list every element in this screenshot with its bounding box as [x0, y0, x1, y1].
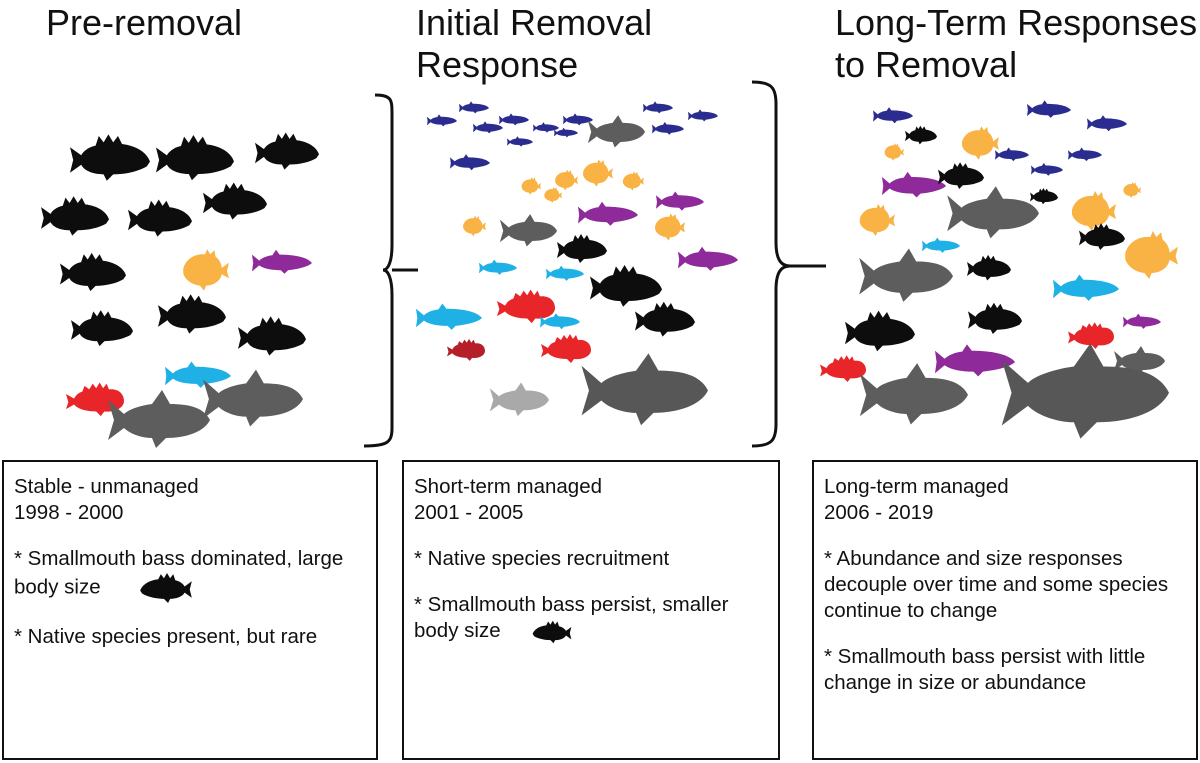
- box-bullet-text: * Smallmouth bass dominated, large body …: [14, 547, 344, 599]
- curly-brace-icon: [363, 80, 826, 448]
- box-bullet: * Abundance and size responses decouple …: [824, 547, 1169, 622]
- panel-title-initial-removal: Initial Removal Response: [416, 2, 652, 86]
- box-bullet-text: * Smallmouth bass persist, smaller body …: [414, 593, 729, 642]
- panel-title-line: Response: [416, 44, 579, 85]
- box-bullet: * Smallmouth bass persist with little ch…: [824, 645, 1146, 694]
- smallmouth-bass-icon: [532, 620, 572, 643]
- box-bullet: * Native species recruitment: [414, 547, 670, 570]
- panel-title-line: Long-Term Responses: [835, 2, 1198, 43]
- box-status: Stable - unmanaged: [14, 475, 199, 498]
- box-years: 1998 - 2000: [14, 501, 124, 524]
- box-bullet: * Smallmouth bass dominated, large body …: [14, 546, 366, 604]
- box-status: Short-term managed: [414, 475, 603, 498]
- box-years: 2006 - 2019: [824, 501, 934, 524]
- panel-title-long-term: Long-Term Responses to Removal: [835, 2, 1197, 86]
- panel-title-line: Initial Removal: [416, 2, 653, 43]
- box-status: Long-term managed: [824, 475, 1009, 498]
- info-box-pre-removal: Stable - unmanaged 1998 - 2000 * Smallmo…: [2, 460, 378, 760]
- smallmouth-bass-icon: [140, 573, 193, 603]
- panel-title-line: to Removal: [835, 44, 1018, 85]
- info-box-long-term: Long-term managed 2006 - 2019 * Abundanc…: [812, 460, 1198, 760]
- box-years: 2001 - 2005: [414, 501, 524, 524]
- curly-brace-icon: [363, 93, 394, 448]
- panel-title-line: Pre-removal: [46, 2, 243, 43]
- info-box-initial-removal: Short-term managed 2001 - 2005 * Native …: [402, 460, 780, 760]
- curly-brace-icon: [751, 80, 791, 448]
- box-bullet: * Smallmouth bass persist, smaller body …: [414, 592, 768, 644]
- box-bullet: * Native species present, but rare: [14, 625, 318, 648]
- panel-title-pre-removal: Pre-removal: [46, 2, 242, 44]
